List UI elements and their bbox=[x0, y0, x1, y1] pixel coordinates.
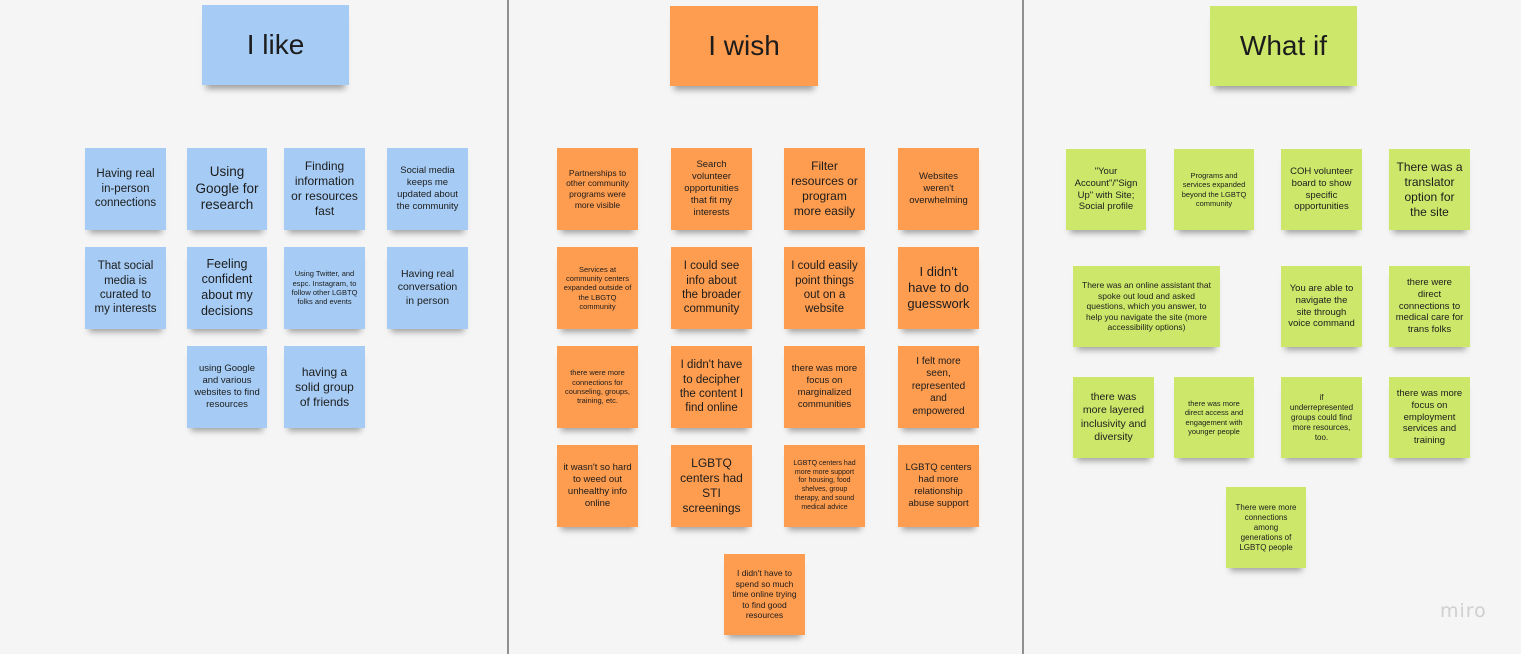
sticky-note[interactable]: LGBTQ centers had more more support for … bbox=[784, 445, 865, 527]
sticky-note[interactable]: having a solid group of friends bbox=[284, 346, 365, 428]
sticky-note[interactable]: LGBTQ centers had STI screenings bbox=[671, 445, 752, 527]
sticky-note[interactable]: using Google and various websites to fin… bbox=[187, 346, 267, 428]
sticky-note[interactable]: there was more direct access and engagem… bbox=[1174, 377, 1254, 458]
sticky-note[interactable]: I could see info about the broader commu… bbox=[671, 247, 752, 329]
sticky-note[interactable]: I didn't have to decipher the content I … bbox=[671, 346, 752, 428]
sticky-note[interactable]: I didn't have to spend so much time onli… bbox=[724, 554, 805, 635]
sticky-note[interactable]: Using Google for research bbox=[187, 148, 267, 230]
sticky-note[interactable]: Websites weren't overwhelming bbox=[898, 148, 979, 230]
sticky-note[interactable]: I felt more seen, represented and empowe… bbox=[898, 346, 979, 428]
sticky-note[interactable]: it wasn't so hard to weed out unhealthy … bbox=[557, 445, 638, 527]
sticky-note[interactable]: LGBTQ centers had more relationship abus… bbox=[898, 445, 979, 527]
sticky-note[interactable]: Using Twitter, and espc. Instagram, to f… bbox=[284, 247, 365, 329]
sticky-note[interactable]: Having real in-person connections bbox=[85, 148, 166, 230]
column-divider-right bbox=[1022, 0, 1024, 654]
sticky-note[interactable]: if underrepresented groups could find mo… bbox=[1281, 377, 1362, 458]
sticky-note[interactable]: You are able to navigate the site throug… bbox=[1281, 266, 1362, 347]
sticky-note[interactable]: COH volunteer board to show specific opp… bbox=[1281, 149, 1362, 230]
sticky-note[interactable]: Finding information or resources fast bbox=[284, 148, 365, 230]
sticky-note[interactable]: Social media keeps me updated about the … bbox=[387, 148, 468, 230]
sticky-note[interactable]: there was more focus on employment servi… bbox=[1389, 377, 1470, 458]
sticky-note[interactable]: I could easily point things out on a web… bbox=[784, 247, 865, 329]
sticky-note[interactable]: there were more connections for counseli… bbox=[557, 346, 638, 428]
sticky-note[interactable]: "Your Account"/"Sign Up" with Site; Soci… bbox=[1066, 149, 1146, 230]
sticky-note[interactable]: there was more layered inclusivity and d… bbox=[1073, 377, 1154, 458]
sticky-note[interactable]: Feeling confident about my decisions bbox=[187, 247, 267, 329]
sticky-note[interactable]: I didn't have to do guesswork bbox=[898, 247, 979, 329]
header-what-if[interactable]: What if bbox=[1210, 6, 1357, 86]
sticky-note[interactable]: There was an online assistant that spoke… bbox=[1073, 266, 1220, 347]
sticky-note[interactable]: Services at community centers expanded o… bbox=[557, 247, 638, 329]
sticky-note[interactable]: Programs and services expanded beyond th… bbox=[1174, 149, 1254, 230]
sticky-note[interactable]: there was more focus on marginalized com… bbox=[784, 346, 865, 428]
column-divider-left bbox=[507, 0, 509, 654]
header-i-like[interactable]: I like bbox=[202, 5, 349, 85]
sticky-note[interactable]: There were more connections among genera… bbox=[1226, 487, 1306, 568]
sticky-note[interactable]: Filter resources or program more easily bbox=[784, 148, 865, 230]
sticky-note[interactable]: There was a translator option for the si… bbox=[1389, 149, 1470, 230]
header-i-wish[interactable]: I wish bbox=[670, 6, 818, 86]
sticky-note[interactable]: Partnerships to other community programs… bbox=[557, 148, 638, 230]
sticky-note[interactable]: That social media is curated to my inter… bbox=[85, 247, 166, 329]
miro-logo: miro bbox=[1440, 600, 1487, 622]
sticky-note[interactable]: there were direct connections to medical… bbox=[1389, 266, 1470, 347]
sticky-note[interactable]: Search volunteer opportunities that fit … bbox=[671, 148, 752, 230]
sticky-note[interactable]: Having real conversation in person bbox=[387, 247, 468, 329]
